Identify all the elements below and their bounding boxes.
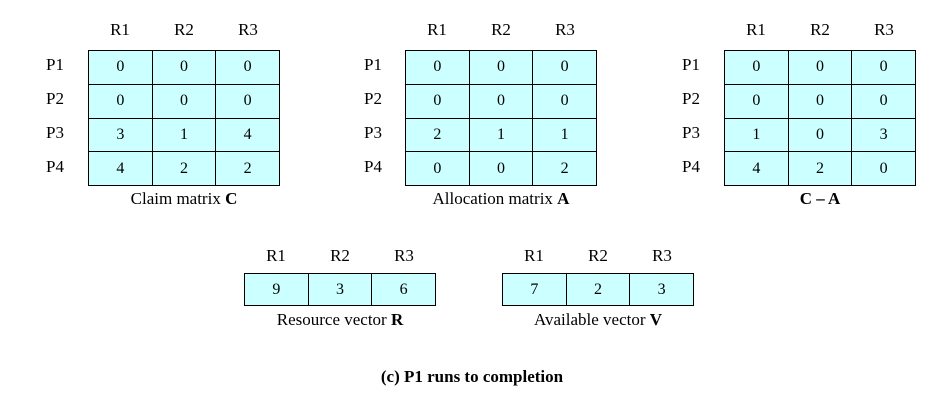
cell: 6 xyxy=(371,273,436,306)
row-header: P1 xyxy=(364,55,382,74)
cell: 1 xyxy=(532,117,597,153)
caption-label: Allocation matrix xyxy=(432,189,558,208)
cell: 0 xyxy=(787,50,853,85)
need-grid: 0 0 0 0 0 0 1 0 3 4 2 0 xyxy=(724,50,916,186)
col-header: R1 xyxy=(110,20,130,39)
cell: 0 xyxy=(405,151,470,186)
cell: 3 xyxy=(307,273,373,306)
cell: 0 xyxy=(724,83,789,119)
cell: 7 xyxy=(502,273,567,306)
col-header: R2 xyxy=(174,20,194,39)
col-header: R3 xyxy=(652,246,672,265)
col-header: R2 xyxy=(588,246,608,265)
col-header: R2 xyxy=(330,246,350,265)
cell: 0 xyxy=(405,83,470,119)
cell: 0 xyxy=(468,151,534,186)
cell: 3 xyxy=(851,117,916,153)
cell: 3 xyxy=(629,273,694,306)
cell: 0 xyxy=(851,50,916,85)
cell: 0 xyxy=(724,50,789,85)
resource-caption: Resource vector R xyxy=(244,310,436,330)
col-header: R1 xyxy=(427,20,447,39)
row-header: P2 xyxy=(682,89,700,108)
cell: 0 xyxy=(215,50,280,85)
col-header: R3 xyxy=(238,20,258,39)
available-grid: 7 2 3 xyxy=(502,273,694,306)
row-header: P1 xyxy=(682,55,700,74)
caption-symbol: A xyxy=(557,189,570,208)
cell: 2 xyxy=(532,151,597,186)
cell: 2 xyxy=(405,117,470,153)
col-header: R2 xyxy=(491,20,511,39)
row-header: P3 xyxy=(682,123,700,142)
allocation-grid: 0 0 0 0 0 0 2 1 1 0 0 2 xyxy=(405,50,597,186)
row-header: P3 xyxy=(364,123,382,142)
row-header: P3 xyxy=(46,123,64,142)
row-header: P4 xyxy=(364,157,382,176)
cell: 4 xyxy=(88,151,153,186)
col-header: R2 xyxy=(810,20,830,39)
cell: 3 xyxy=(88,117,153,153)
cell: 1 xyxy=(468,117,534,153)
cell: 0 xyxy=(787,83,853,119)
caption-symbol: C – A xyxy=(799,189,841,208)
col-header: R1 xyxy=(524,246,544,265)
cell: 4 xyxy=(724,151,789,186)
cell: 9 xyxy=(244,273,309,306)
cell: 4 xyxy=(215,117,280,153)
cell: 0 xyxy=(151,83,217,119)
cell: 0 xyxy=(468,50,534,85)
cell: 0 xyxy=(468,83,534,119)
cell: 0 xyxy=(851,83,916,119)
col-header: R3 xyxy=(555,20,575,39)
cell: 0 xyxy=(151,50,217,85)
col-header: R1 xyxy=(266,246,286,265)
col-header: R1 xyxy=(746,20,766,39)
cell: 0 xyxy=(405,50,470,85)
cell: 0 xyxy=(88,50,153,85)
cell: 2 xyxy=(215,151,280,186)
caption-symbol: C xyxy=(225,189,238,208)
need-caption: C – A xyxy=(724,189,916,209)
row-header: P2 xyxy=(364,89,382,108)
allocation-caption: Allocation matrix A xyxy=(405,189,597,209)
caption-symbol: V xyxy=(649,310,663,329)
cell: 2 xyxy=(151,151,217,186)
row-header: P4 xyxy=(46,157,64,176)
col-header: R3 xyxy=(394,246,414,265)
row-header: P2 xyxy=(46,89,64,108)
resource-grid: 9 3 6 xyxy=(244,273,436,306)
caption-label: Claim matrix xyxy=(130,189,226,208)
cell: 2 xyxy=(787,151,853,186)
cell: 2 xyxy=(565,273,631,306)
cell: 1 xyxy=(151,117,217,153)
caption-label: Available vector xyxy=(533,310,650,329)
cell: 0 xyxy=(532,50,597,85)
cell: 0 xyxy=(215,83,280,119)
claim-caption: Claim matrix C xyxy=(88,189,280,209)
cell: 0 xyxy=(88,83,153,119)
caption-label: Resource vector xyxy=(276,310,391,329)
cell: 0 xyxy=(851,151,916,186)
figure-caption: (c) P1 runs to completion xyxy=(380,367,564,386)
row-header: P1 xyxy=(46,55,64,74)
claim-grid: 0 0 0 0 0 0 3 1 4 4 2 2 xyxy=(88,50,280,186)
caption-symbol: R xyxy=(390,310,404,329)
row-header: P4 xyxy=(682,157,700,176)
available-caption: Available vector V xyxy=(502,310,694,330)
cell: 0 xyxy=(787,117,853,153)
cell: 0 xyxy=(532,83,597,119)
cell: 1 xyxy=(724,117,789,153)
col-header: R3 xyxy=(874,20,894,39)
